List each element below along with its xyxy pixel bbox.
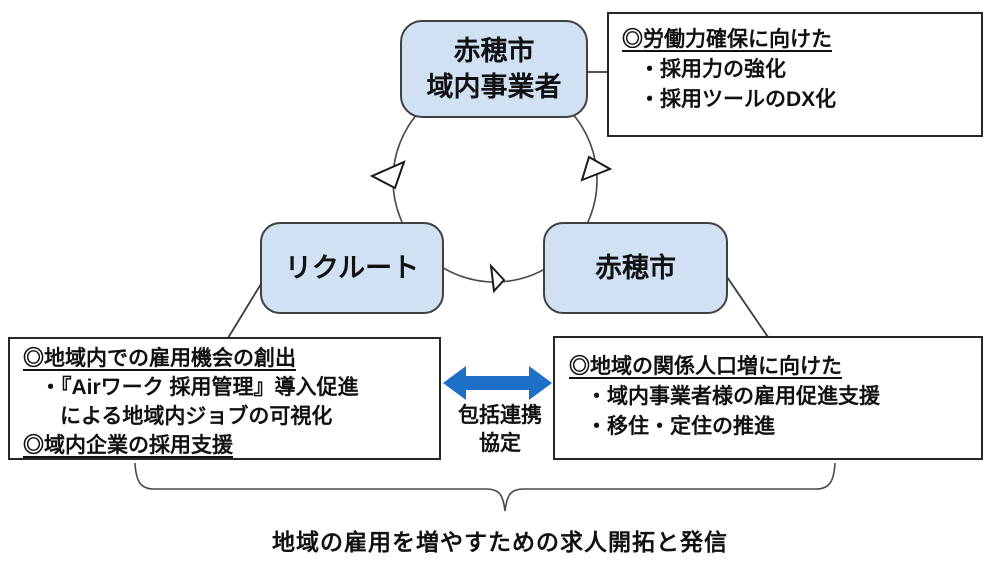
connector-left	[227, 283, 262, 339]
callout-labor-force-item: ・採用ツールのDX化	[639, 88, 837, 111]
node-ako-businesses-line2: 域内事業者	[426, 72, 562, 102]
node-ako-businesses-line1: 赤穂市	[453, 36, 535, 66]
partnership-label-line1: 包括連携	[458, 404, 542, 427]
cycle-arrowhead-bottom	[489, 263, 506, 294]
callout-ako-city-initiatives: ◎地域の関係人口増に向けた ・域内事業者様の雇用促進支援 ・移住・定住の推進	[553, 336, 983, 460]
node-ako-city: 赤穂市	[543, 222, 728, 314]
node-ako-businesses: 赤穂市 域内事業者	[400, 20, 588, 118]
callout-recruit-item-continuation: による地域内ジョブの可視化	[60, 405, 333, 428]
callout-ako-city-item: ・移住・定住の推進	[586, 415, 775, 438]
node-recruit-label: リクルート	[284, 253, 420, 283]
callout-labor-force-item: ・採用力の強化	[639, 58, 786, 81]
callout-recruit-item: ・『Airワーク 採用管理』導入促進	[40, 376, 359, 399]
caption: 地域の雇用を増やすための求人開拓と発信	[272, 529, 728, 555]
bottom-brace	[134, 462, 836, 512]
callout-ako-city-item: ・域内事業者様の雇用促進支援	[586, 385, 880, 408]
callout-labor-force: ◎労働力確保に向けた ・採用力の強化 ・採用ツールのDX化	[607, 12, 983, 137]
partnership-arrow	[443, 366, 552, 400]
callout-recruit-initiatives: ◎地域内での雇用機会の創出 ・『Airワーク 採用管理』導入促進 による地域内ジ…	[8, 337, 441, 460]
partnership-label-line2: 協定	[479, 432, 521, 455]
node-recruit: リクルート	[260, 222, 444, 314]
callout-labor-force-heading: ◎労働力確保に向けた	[622, 28, 832, 51]
node-ako-city-label: 赤穂市	[595, 253, 676, 283]
cycle-arrowhead-upper-right	[580, 155, 613, 182]
partnership-label: 包括連携 協定	[428, 402, 572, 458]
callout-recruit-heading: ◎地域内での雇用機会の創出	[23, 347, 296, 370]
cycle-arrowhead-upper-left	[369, 160, 406, 190]
connector-right	[726, 276, 769, 338]
callout-recruit-heading2: ◎域内企業の採用支援	[23, 434, 233, 457]
callout-ako-city-heading: ◎地域の関係人口増に向けた	[569, 355, 842, 378]
